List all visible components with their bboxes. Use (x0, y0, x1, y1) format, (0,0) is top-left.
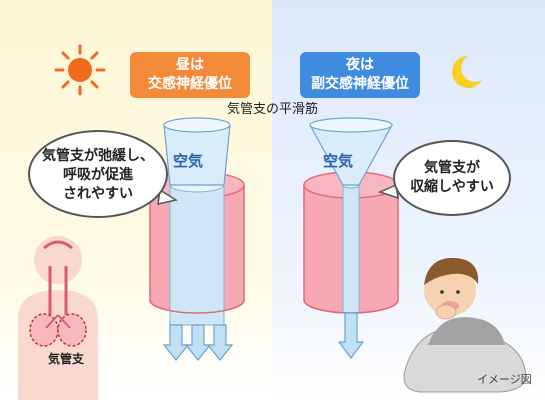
moon-icon (452, 56, 482, 88)
bronchus-label: 気管支 (48, 352, 85, 366)
day-bubble-line3: されやすい (63, 186, 133, 202)
respiratory-figure (18, 236, 98, 400)
coughing-person-illustration (403, 257, 527, 393)
night-air-funnel (308, 117, 394, 186)
day-bubble-line1: 気管支が弛緩し、 (42, 148, 154, 164)
sun-icon (54, 44, 106, 96)
night-air-label: 空気 (323, 152, 354, 170)
day-speech-bubble: 気管支が弛緩し、 呼吸が促進 されやすい (28, 130, 168, 218)
day-bubble-line2: 呼吸が促進 (63, 167, 133, 183)
day-air-funnel (163, 117, 231, 186)
day-bubble-tail (157, 188, 178, 205)
night-bubble-line1: 気管支が (424, 160, 480, 176)
night-header-badge: 夜は 副交感神経優位 (300, 52, 420, 98)
day-header-line1: 昼は (176, 57, 204, 73)
day-header-line2: 交感神経優位 (148, 76, 232, 92)
night-speech-bubble: 気管支が 収縮しやすい (393, 140, 511, 216)
image-caption: イメージ図 (477, 373, 532, 386)
day-air-label: 空気 (173, 152, 204, 170)
day-bronchus-cylinder (149, 171, 245, 326)
day-airflow-arrows (162, 324, 234, 361)
day-header-badge: 昼は 交感神経優位 (130, 52, 250, 98)
night-airflow-arrow (337, 312, 365, 359)
night-header-line1: 夜は (346, 57, 374, 73)
night-header-line2: 副交感神経優位 (311, 76, 409, 92)
smooth-muscle-label: 気管支の平滑筋 (226, 102, 318, 117)
night-bubble-line2: 収縮しやすい (410, 179, 494, 195)
